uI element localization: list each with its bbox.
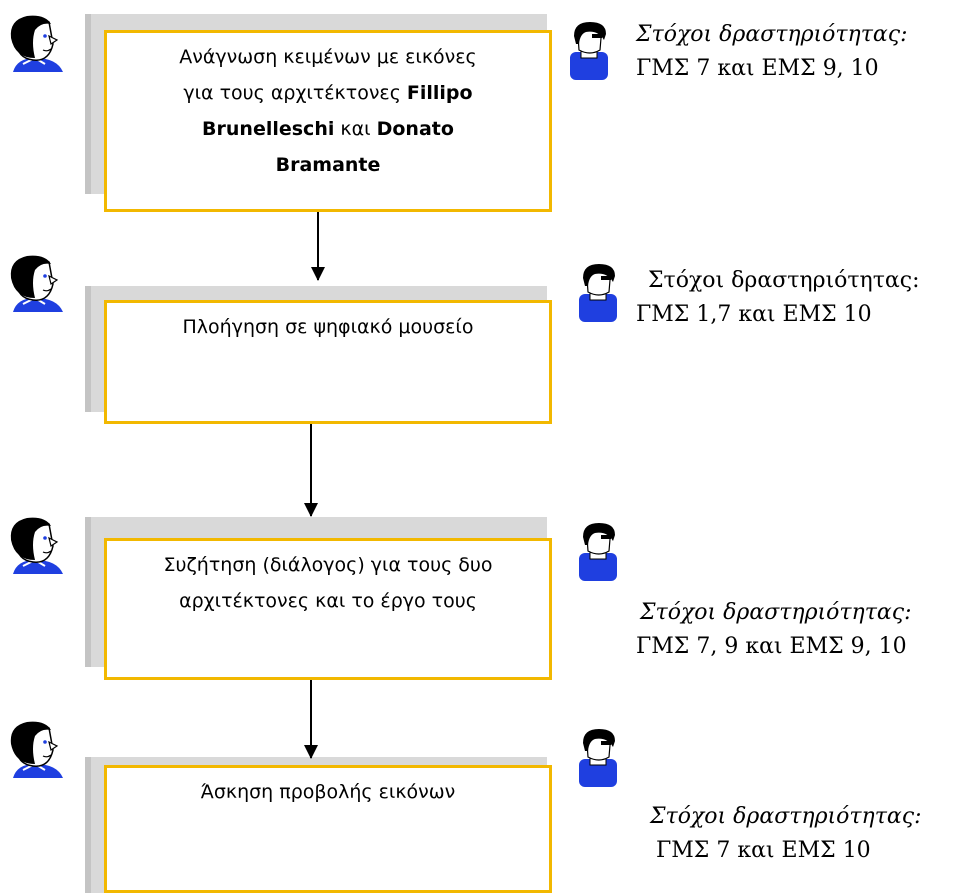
goal-text: ΓΜΣ 7 και ΕΜΣ 9, 10 [636, 56, 879, 81]
step-1-name-fillipo: Fillipo [406, 82, 473, 104]
arrow-1-to-2 [311, 212, 325, 281]
teacher-figure-icon [579, 523, 617, 581]
step-1-name-bramante: Bramante [275, 154, 381, 176]
arrow-3-to-4 [304, 680, 318, 759]
step-4-text: Άσκηση προβολής εικόνων [200, 781, 456, 803]
teacher-figure-icon [579, 729, 617, 787]
goal-text: ΓΜΣ 7, 9 και ΕΜΣ 9, 10 [636, 634, 907, 659]
student-face-icon [10, 15, 63, 72]
step-1-name-brunelleschi: Brunelleschi [202, 118, 335, 140]
goal-heading: Στόχοι δραστηριότητας: [636, 22, 908, 47]
goal-heading: Στόχοι δραστηριότητας: [648, 268, 920, 293]
step-1-name-donato: Donato [376, 118, 454, 140]
step-1-line-1: Ανάγνωση κειμένων με εικόνες [179, 46, 477, 68]
step-2-goals: Στόχοι δραστηριότητας: ΓΜΣ 1,7 και ΕΜΣ 1… [636, 264, 920, 332]
step-4-box: Άσκηση προβολής εικόνων [104, 765, 552, 893]
step-1-line-2: για τους αρχιτέκτονες [183, 82, 407, 104]
step-3-line-1: Συζήτηση (διάλογος) για τους δυο [163, 554, 493, 576]
teacher-figure-icon [570, 22, 608, 80]
step-3-goals: Στόχοι δραστηριότητας: ΓΜΣ 7, 9 και ΕΜΣ … [636, 596, 912, 664]
step-1-conj: και [334, 118, 377, 140]
step-4-goals: Στόχοι δραστηριότητας: ΓΜΣ 7 και ΕΜΣ 10 [650, 800, 922, 868]
step-3-box: Συζήτηση (διάλογος) για τους δυο αρχιτέκ… [104, 538, 552, 680]
goal-text: ΓΜΣ 1,7 και ΕΜΣ 10 [636, 302, 872, 327]
step-2-box: Πλοήγηση σε ψηφιακό μουσείο [104, 300, 552, 424]
step-1-goals: Στόχοι δραστηριότητας: ΓΜΣ 7 και ΕΜΣ 9, … [636, 18, 908, 86]
goal-heading: Στόχοι δραστηριότητας: [650, 804, 922, 829]
student-face-icon [10, 517, 63, 574]
step-1-box: Ανάγνωση κειμένων με εικόνες για τους αρ… [104, 30, 552, 212]
step-2-text: Πλοήγηση σε ψηφιακό μουσείο [182, 316, 474, 338]
step-3-line-2: αρχιτέκτονες και το έργο τους [179, 590, 477, 612]
arrow-2-to-3 [304, 424, 318, 517]
student-face-icon [10, 255, 63, 312]
goal-heading: Στόχοι δραστηριότητας: [640, 600, 912, 625]
goal-text: ΓΜΣ 7 και ΕΜΣ 10 [656, 838, 871, 863]
student-face-icon [10, 721, 63, 778]
teacher-figure-icon [579, 264, 617, 322]
